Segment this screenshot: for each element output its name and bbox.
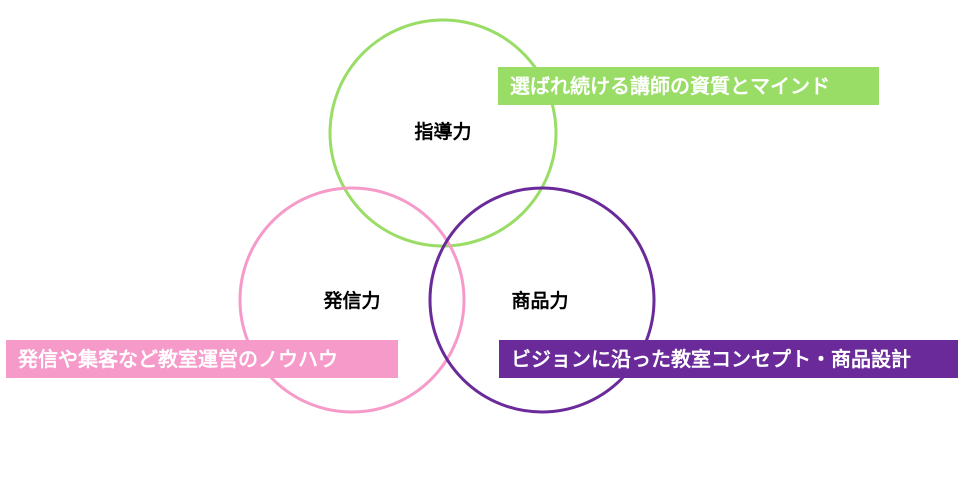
tag-mindset: 選ばれ続ける講師の資質とマインド	[498, 67, 879, 105]
tag-concept-product-design: ビジョンに沿った教室コンセプト・商品設計	[499, 340, 958, 378]
circle-hasshinryoku	[238, 186, 466, 414]
label-shidouryoku: 指導力	[414, 120, 471, 143]
label-hasshinryoku: 発信力	[322, 289, 380, 312]
tag-management-knowhow: 発信や集客など教室運営のノウハウ	[6, 340, 398, 378]
label-shouhinryoku: 商品力	[511, 289, 568, 312]
circle-shouhinryoku	[428, 186, 656, 414]
